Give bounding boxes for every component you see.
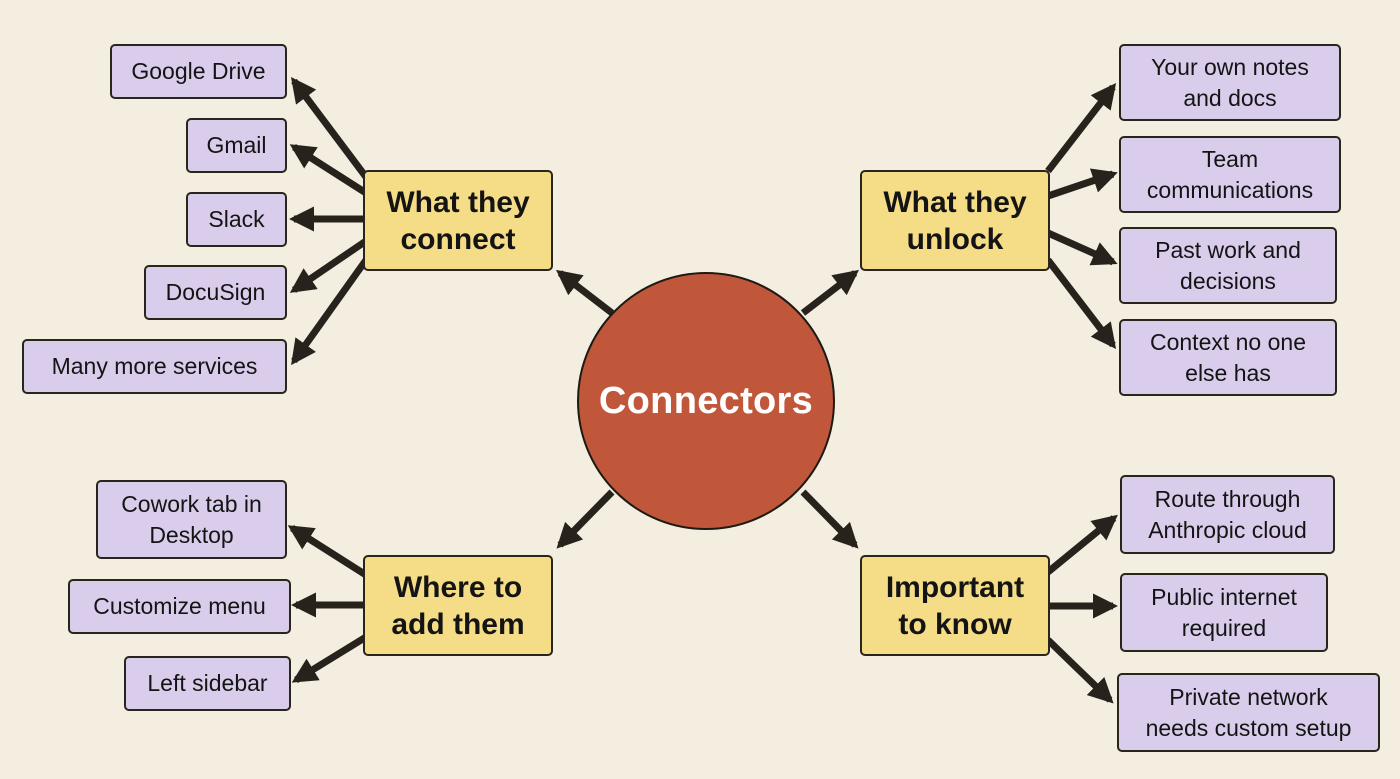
arrow-to-anthropic-cloud [1045, 514, 1118, 575]
category-what-they-unlock: What they unlock [860, 170, 1050, 271]
arrow-hub-to-important [800, 489, 859, 549]
leaf-docusign: DocuSign [144, 265, 287, 320]
leaf-google-drive: Google Drive [110, 44, 287, 99]
arrow-to-past-work [1046, 229, 1118, 266]
arrow-to-google-drive [290, 76, 369, 180]
arrow-to-own-notes [1045, 83, 1117, 174]
leaf-gmail: Gmail [186, 118, 287, 173]
arrow-hub-to-unlock [800, 269, 859, 316]
category-what-they-connect: What they connect [363, 170, 553, 271]
arrow-to-team-comms [1046, 168, 1118, 200]
leaf-customize-menu: Customize menu [68, 579, 291, 634]
arrow-to-left-sidebar [291, 634, 368, 683]
arrow-to-docusign [289, 238, 368, 293]
hub-connectors: Connectors [577, 272, 835, 530]
leaf-team-communications: Team communications [1119, 136, 1341, 213]
leaf-left-sidebar: Left sidebar [124, 656, 291, 711]
arrow-hub-to-where [556, 489, 615, 549]
leaf-many-more-services: Many more services [22, 339, 287, 394]
arrow-to-cowork-tab [287, 525, 368, 578]
arrow-to-context [1045, 257, 1117, 350]
leaf-route-through-cloud: Route through Anthropic cloud [1120, 475, 1335, 554]
category-important-to-know: Important to know [860, 555, 1050, 656]
hub-label: Connectors [598, 379, 814, 422]
leaf-your-own-notes: Your own notes and docs [1119, 44, 1341, 121]
leaf-private-network: Private network needs custom setup [1117, 673, 1380, 752]
category-where-to-add-them: Where to add them [363, 555, 553, 656]
leaf-cowork-tab: Cowork tab in Desktop [96, 480, 287, 559]
arrow-to-gmail [289, 144, 368, 196]
arrow-to-many-more [291, 257, 369, 366]
leaf-public-internet: Public internet required [1120, 573, 1328, 652]
leaf-past-work: Past work and decisions [1119, 227, 1337, 304]
leaf-context-no-one: Context no one else has [1119, 319, 1337, 396]
arrow-hub-to-connect [556, 269, 615, 316]
arrow-to-private-network [1045, 637, 1114, 704]
leaf-slack: Slack [186, 192, 287, 247]
